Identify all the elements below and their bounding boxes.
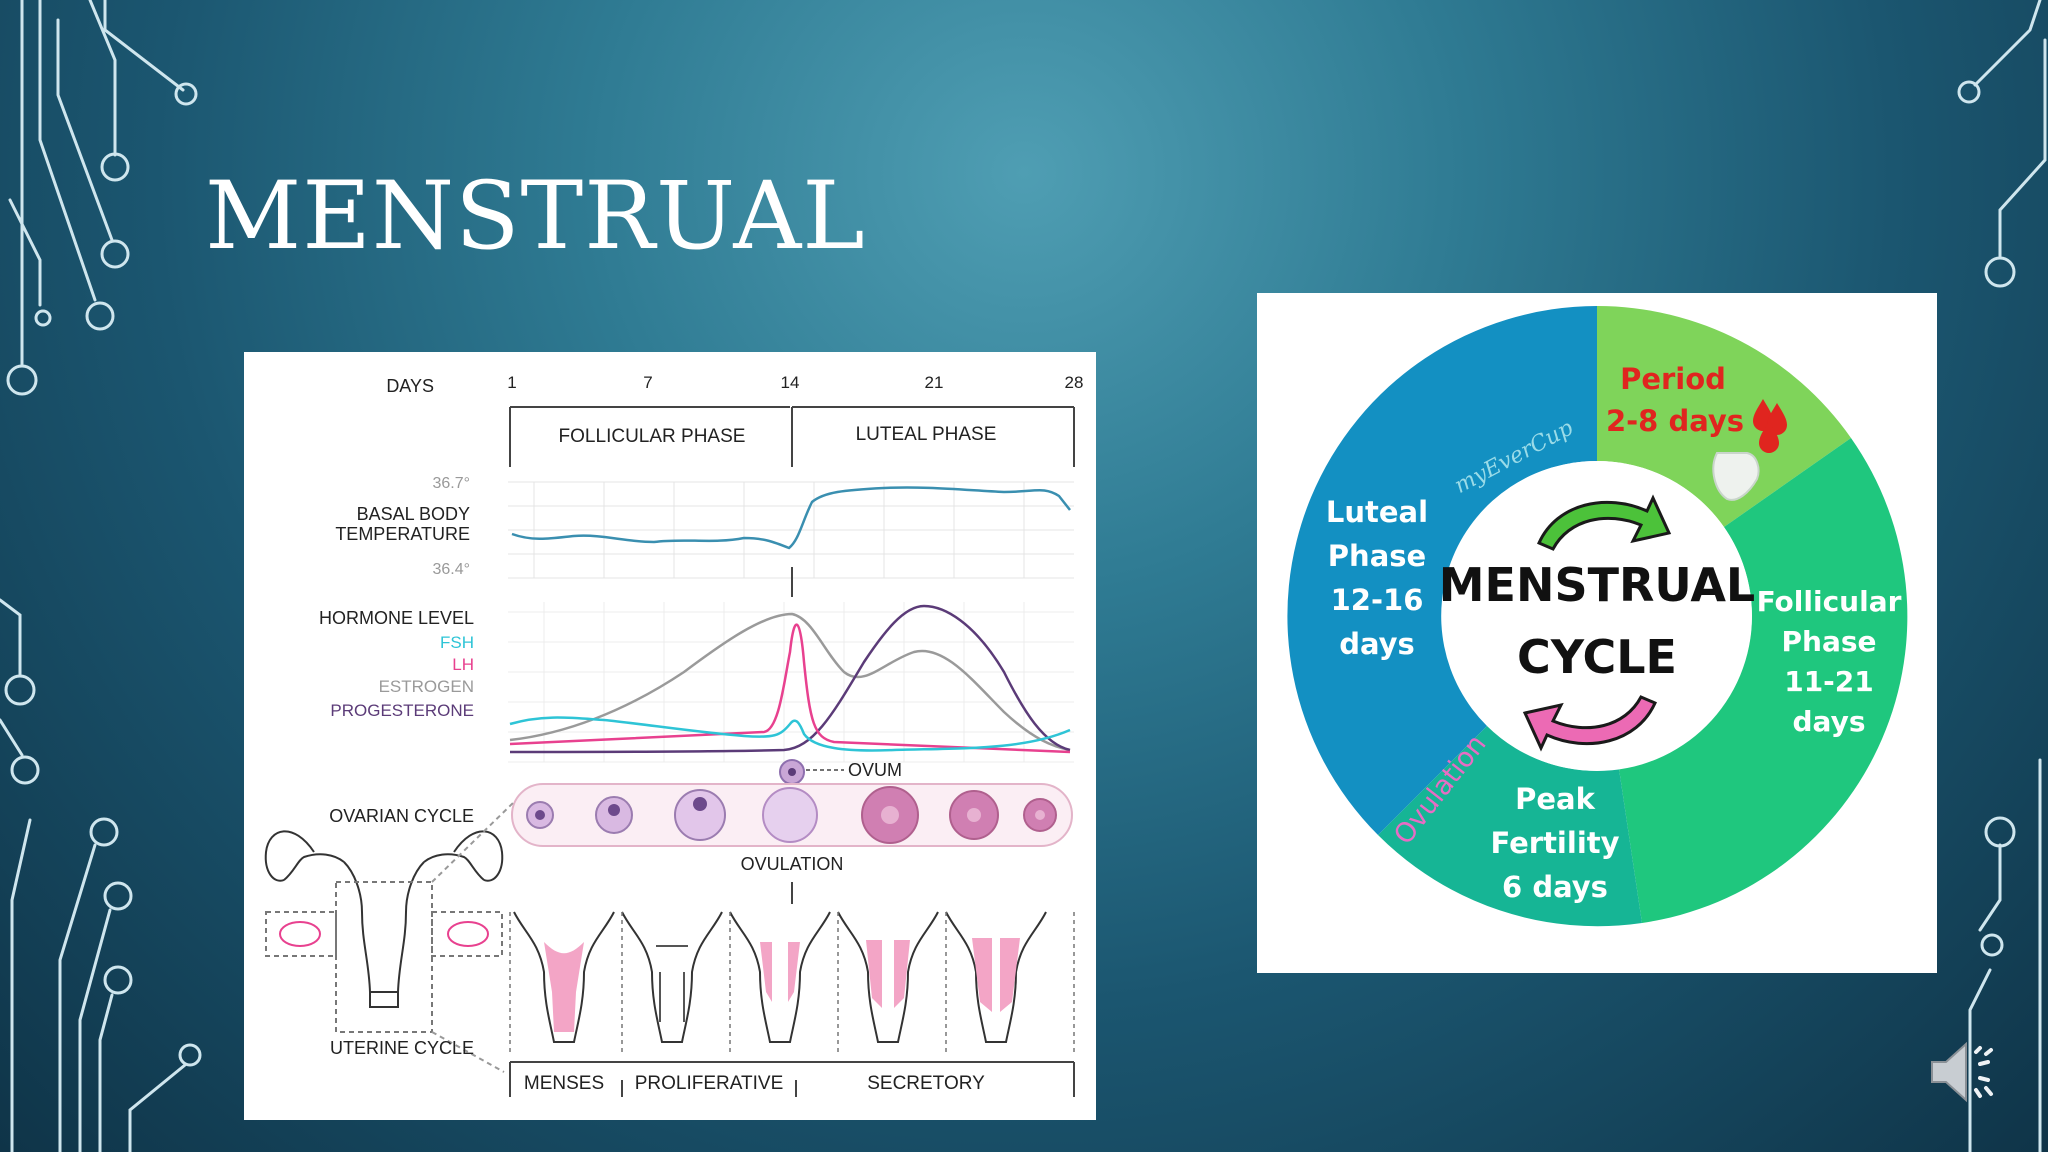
circuit-decoration-right <box>1957 0 2047 1152</box>
temp-high-label: 36.7° <box>432 475 470 492</box>
uterine-phase-label: SECRETORY <box>867 1073 985 1094</box>
cycle-chart: DAYS 1 7 14 21 28 FOLLICULAR PHASE LUTEA… <box>264 373 1084 1097</box>
circuit-decoration-left <box>0 0 202 1152</box>
audio-speaker-icon[interactable] <box>1928 1034 2004 1110</box>
uterine-stages <box>513 911 1047 1043</box>
luteal-label: Phase <box>1328 539 1426 573</box>
hormone-level-label: HORMONE LEVEL <box>319 608 474 628</box>
uterus-diagram <box>264 801 515 1073</box>
phase-label: LUTEAL PHASE <box>856 424 997 445</box>
bbt-curve <box>511 486 1071 550</box>
peak-label: Peak <box>1515 782 1595 816</box>
period-segment <box>1597 305 1851 527</box>
day-tick: 1 <box>507 373 516 392</box>
phase-label: FOLLICULAR PHASE <box>559 426 746 447</box>
period-label: Period <box>1620 362 1726 396</box>
hormone-grid <box>508 602 1074 763</box>
cycle-chart-image: DAYS 1 7 14 21 28 FOLLICULAR PHASE LUTEA… <box>244 352 1096 1120</box>
lh-curve <box>509 623 1071 754</box>
follicular-range: 11-21 <box>1784 665 1874 698</box>
legend-fsh: FSH <box>440 633 474 652</box>
pink-cycle-arrow-icon <box>1522 695 1657 752</box>
luteal-label: Luteal <box>1326 495 1428 529</box>
bbt-label: BASAL BODY <box>357 504 470 524</box>
follicular-label: Follicular <box>1757 585 1902 618</box>
bbt-label: TEMPERATURE <box>335 524 470 544</box>
peak-label: Fertility <box>1490 826 1619 860</box>
legend-estrogen: ESTROGEN <box>379 677 474 696</box>
follicle-stages <box>526 786 1057 844</box>
day-tick: 7 <box>643 373 652 392</box>
green-cycle-arrow-icon <box>1537 494 1672 551</box>
blood-drops-icon <box>1753 399 1787 453</box>
follicular-segment <box>1619 438 1908 923</box>
ovum-label: OVUM <box>848 760 902 780</box>
fsh-curve <box>509 716 1071 752</box>
wheel-center-subtitle: CYCLE <box>1517 630 1677 684</box>
ovarian-cycle-label: OVARIAN CYCLE <box>329 806 474 826</box>
follicular-label: Phase <box>1781 625 1876 658</box>
legend-progesterone: PROGESTERONE <box>330 701 474 720</box>
peak-fertility-segment <box>1378 726 1642 927</box>
day-tick: 28 <box>1065 373 1084 392</box>
cycle-wheel-image: MENSTRUAL CYCLE myEverCup Period 2-8 day… <box>1257 293 1937 973</box>
uterine-cycle-label: UTERINE CYCLE <box>330 1038 474 1058</box>
ovulation-label: OVULATION <box>741 854 844 874</box>
uterine-phase-label: MENSES <box>524 1073 604 1094</box>
day-tick: 14 <box>781 373 800 392</box>
legend-lh: LH <box>452 655 474 674</box>
peak-duration: 6 days <box>1502 870 1608 904</box>
wheel-center-title: MENSTRUAL <box>1439 558 1755 612</box>
temp-low-label: 36.4° <box>432 561 470 578</box>
cycle-wheel: MENSTRUAL CYCLE myEverCup Period 2-8 day… <box>1287 305 1908 927</box>
follicular-unit: days <box>1793 705 1866 738</box>
day-tick: 21 <box>925 373 944 392</box>
progesterone-curve <box>509 604 1071 754</box>
uterine-phase-brackets <box>509 1061 1075 1097</box>
uterine-phase-label: PROLIFERATIVE <box>635 1073 784 1094</box>
estrogen-curve <box>509 612 1071 752</box>
slide-title: MENSTRUAL <box>205 162 866 271</box>
phase-brackets <box>509 406 1075 467</box>
period-days: 2-8 days <box>1606 404 1744 438</box>
luteal-unit: days <box>1339 627 1415 661</box>
bbt-grid <box>508 481 1074 579</box>
luteal-range: 12-16 <box>1331 583 1424 617</box>
days-label: DAYS <box>386 376 434 396</box>
menstrual-cup-icon <box>1712 452 1760 501</box>
luteal-segment <box>1287 306 1597 835</box>
